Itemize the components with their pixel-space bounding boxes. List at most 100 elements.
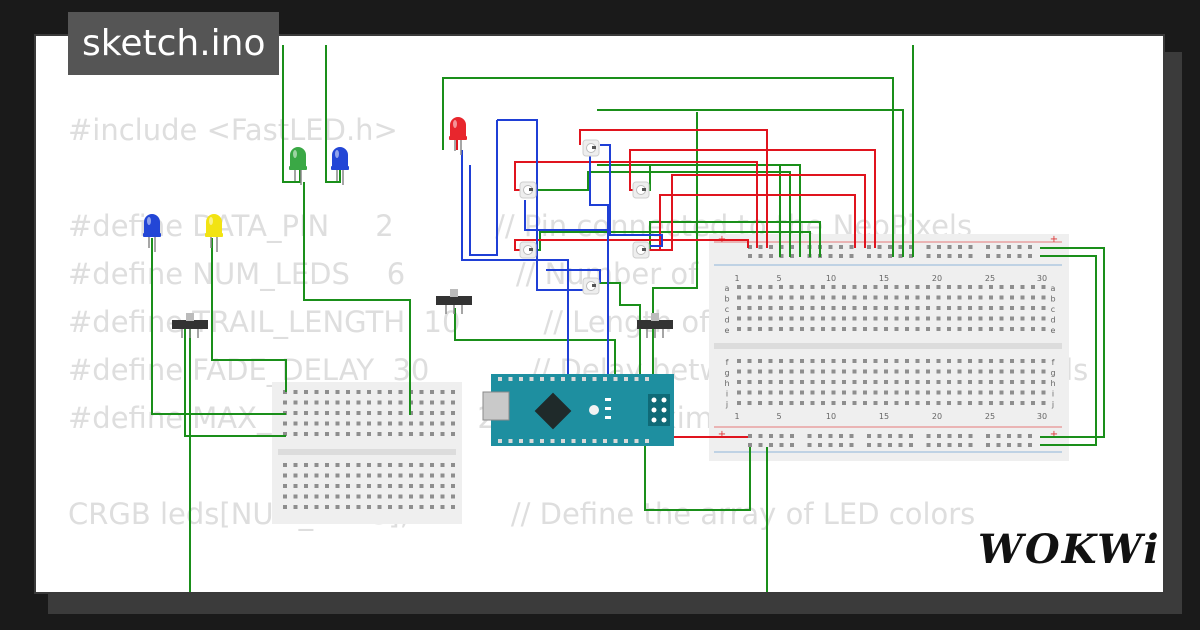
breadboard-hole xyxy=(758,401,762,405)
breadboard-hole xyxy=(999,390,1004,395)
breadboard-hole xyxy=(758,369,762,374)
nano-pin xyxy=(582,439,586,443)
breadboard-hole xyxy=(999,295,1004,300)
breadboard-hole xyxy=(1010,390,1014,395)
breadboard-hole xyxy=(789,359,794,363)
breadboard-hole xyxy=(894,369,899,374)
breadboard-hole xyxy=(314,421,319,426)
breadboard-hole xyxy=(821,369,825,374)
breadboard-hole xyxy=(810,380,815,384)
nano-pin xyxy=(540,377,544,381)
breadboard-hole xyxy=(909,443,913,447)
breadboard-hole xyxy=(314,473,319,478)
wire xyxy=(645,174,866,251)
breadboard-hole xyxy=(877,254,882,258)
led-highlight xyxy=(147,217,151,225)
breadboard-hole xyxy=(905,369,909,374)
nano-pin xyxy=(645,377,649,381)
breadboard-hole xyxy=(1010,295,1014,300)
breadboard-hole xyxy=(1041,316,1046,321)
led-highlight xyxy=(453,120,457,128)
breadboard-hole xyxy=(999,285,1004,289)
breadboard-hole xyxy=(968,306,972,310)
breadboard-hole xyxy=(828,434,833,438)
breadboard-hole xyxy=(936,401,941,405)
breadboard-hole xyxy=(409,494,413,499)
nano-pin xyxy=(529,377,534,381)
wire xyxy=(652,112,698,378)
breadboard-hole xyxy=(852,369,857,374)
breadboard-hole xyxy=(789,380,794,384)
breadboard-hole xyxy=(957,306,962,310)
breadboard-hole xyxy=(937,245,941,249)
wire xyxy=(325,45,341,183)
row-letter: a xyxy=(1051,284,1056,293)
row-letter: i xyxy=(726,390,728,399)
breadboard-hole xyxy=(430,432,434,436)
breadboard-hole xyxy=(863,401,867,405)
breadboard-hole xyxy=(986,245,990,249)
breadboard-hole xyxy=(398,432,403,436)
breadboard-hole xyxy=(894,380,899,384)
breadboard-hole xyxy=(737,369,741,374)
breadboard-hole xyxy=(894,401,899,405)
breadboard-hole xyxy=(758,380,762,384)
breadboard-hole xyxy=(747,285,752,289)
breadboard-hole xyxy=(748,434,752,438)
breadboard-hole xyxy=(1020,295,1025,300)
breadboard-hole xyxy=(367,390,371,394)
breadboard-hole xyxy=(999,359,1004,363)
breadboard-hole xyxy=(398,411,403,415)
breadboard-hole xyxy=(451,411,455,415)
breadboard-hole xyxy=(898,443,903,447)
breadboard-hole xyxy=(828,254,833,258)
breadboard-hole xyxy=(947,369,951,374)
slide-switch xyxy=(172,313,208,338)
breadboard-hole xyxy=(367,505,371,509)
breadboard-hole xyxy=(915,295,920,300)
breadboard-holes-bottom xyxy=(737,359,1046,405)
wire xyxy=(644,445,751,511)
breadboard-hole xyxy=(758,359,762,363)
breadboard-hole xyxy=(968,254,973,258)
breadboard-hole xyxy=(747,295,752,300)
breadboard-hole xyxy=(293,421,298,426)
breadboard-hole xyxy=(999,380,1004,384)
breadboard-hole xyxy=(769,434,773,438)
breadboard-hole xyxy=(419,411,424,415)
breadboard-hole xyxy=(419,494,424,499)
breadboard-hole xyxy=(958,443,962,447)
breadboard-hole xyxy=(999,306,1004,310)
wire xyxy=(442,77,894,257)
breadboard-hole xyxy=(451,473,455,478)
breadboard-hole xyxy=(430,484,434,488)
breadboard-hole xyxy=(1010,401,1014,405)
breadboard-hole xyxy=(915,380,920,384)
breadboard-hole xyxy=(937,254,941,258)
breadboard-hole xyxy=(1041,390,1046,395)
breadboard-hole xyxy=(894,295,899,300)
breadboard-hole xyxy=(790,434,794,438)
breadboard-hole xyxy=(398,400,403,405)
breadboard-hole xyxy=(884,285,888,289)
breadboard-hole xyxy=(849,434,854,438)
breadboard-hole xyxy=(852,295,857,300)
wire xyxy=(469,120,498,256)
breadboard-hole xyxy=(748,245,752,249)
breadboard-hole xyxy=(304,390,308,394)
breadboard-hole xyxy=(346,432,350,436)
breadboard-hole xyxy=(779,285,783,289)
column-number: 20 xyxy=(932,412,942,421)
breadboard-hole xyxy=(842,285,846,289)
breadboard-hole xyxy=(968,359,972,363)
breadboard-hole xyxy=(915,285,920,289)
breadboard-hole xyxy=(894,359,899,363)
breadboard-hole xyxy=(758,285,762,289)
breadboard-hole xyxy=(737,390,741,395)
breadboard-hole xyxy=(768,295,773,300)
breadboard-hole xyxy=(768,306,773,310)
breadboard-hole xyxy=(430,400,434,405)
breadboard-hole xyxy=(747,359,752,363)
nano-pin xyxy=(571,439,576,443)
breadboard-hole xyxy=(440,432,445,436)
